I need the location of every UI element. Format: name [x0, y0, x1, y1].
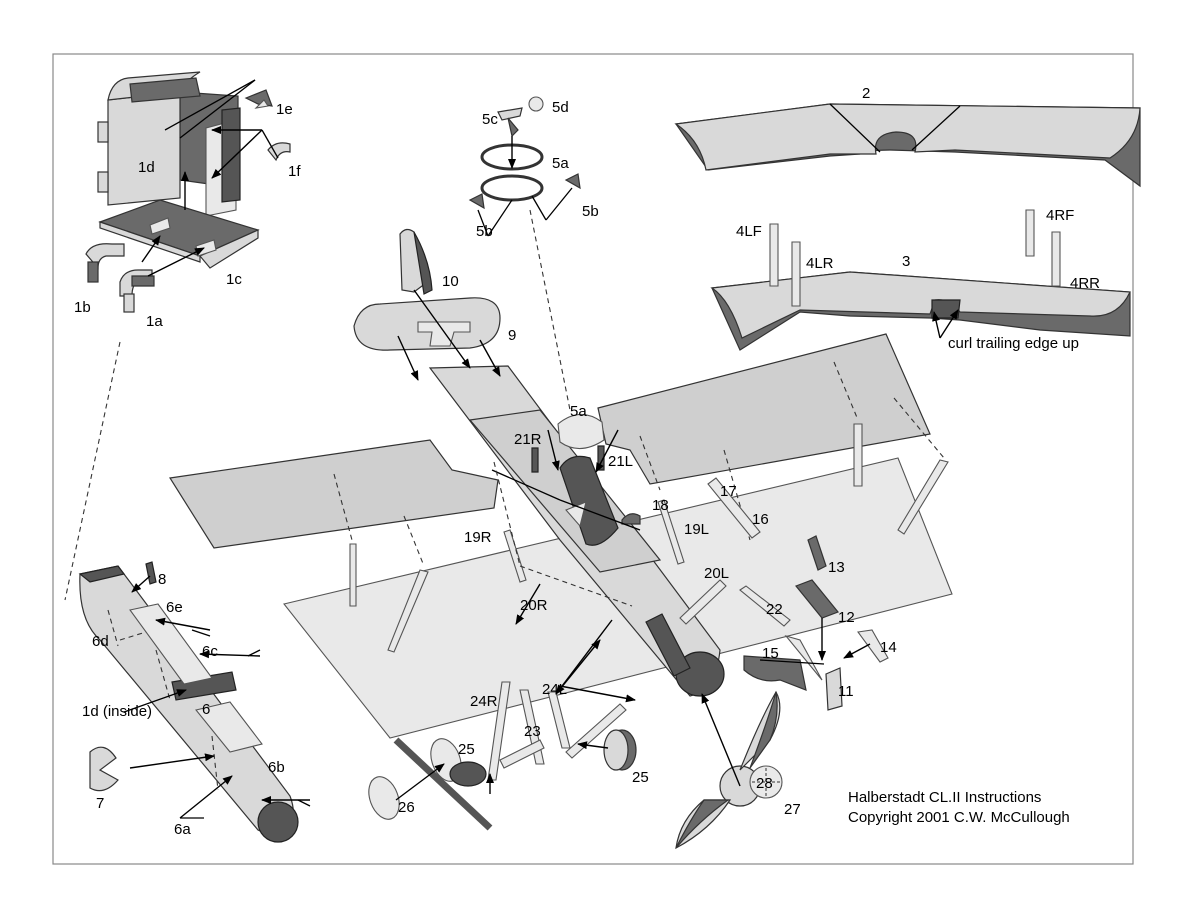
label-1f: 1f	[288, 163, 301, 180]
label-1d: 1d	[138, 159, 155, 176]
label-6c: 6c	[202, 643, 218, 660]
label-28: 28	[756, 775, 773, 792]
label-14: 14	[880, 639, 897, 656]
label-2: 2	[862, 85, 870, 102]
label-3: 3	[902, 253, 910, 270]
fuselage-side-assembly: 8 6e 6d 6c 1d (inside) 6 6b 6a 7	[78, 561, 311, 843]
label-20r: 20R	[520, 597, 548, 614]
label-9: 9	[508, 327, 516, 344]
label-4lr: 4LR	[806, 255, 834, 272]
label-1d-inside: 1d (inside)	[82, 703, 152, 720]
caption-title: Halberstadt CL.II Instructions	[848, 789, 1041, 806]
label-27: 27	[784, 801, 801, 818]
label-1c: 1c	[226, 271, 242, 288]
label-18: 18	[652, 497, 669, 514]
upper-wing-part-2: 2	[674, 85, 1141, 188]
label-1b: 1b	[74, 299, 91, 316]
label-5b-right: 5b	[582, 203, 599, 220]
label-10: 10	[442, 273, 459, 290]
label-19l: 19L	[684, 521, 709, 538]
label-6a: 6a	[174, 821, 191, 838]
label-16: 16	[752, 511, 769, 528]
label-11: 11	[838, 683, 854, 700]
label-23: 23	[524, 723, 541, 740]
label-26: 26	[398, 799, 415, 816]
label-8: 8	[158, 571, 166, 588]
label-13: 13	[828, 559, 845, 576]
upper-wing-right	[597, 333, 931, 485]
label-24r: 24R	[470, 693, 498, 710]
label-1a: 1a	[146, 313, 163, 330]
label-19r: 19R	[464, 529, 492, 546]
label-25-right: 25	[632, 769, 649, 786]
label-4rr: 4RR	[1070, 275, 1100, 292]
lower-wing-part-3: 4LF 4LR 3 4RF 4RR curl trailing edge up	[710, 207, 1131, 352]
note-curl-trailing-edge: curl trailing edge up	[948, 335, 1079, 352]
label-12: 12	[838, 609, 855, 626]
label-4lf: 4LF	[736, 223, 762, 240]
upper-wing-left	[169, 439, 499, 549]
label-24l: 24L	[542, 681, 567, 698]
gun-ring-assembly: 5c 5d 5a 5b 5b	[468, 96, 599, 411]
cockpit-assembly: 1e 1d 1f 1c 1b 1a	[64, 71, 301, 601]
label-4rf: 4RF	[1046, 207, 1074, 224]
label-22: 22	[766, 601, 783, 618]
label-20l: 20L	[704, 565, 729, 582]
caption-copyright: Copyright 2001 C.W. McCullough	[848, 809, 1070, 826]
label-25-left: 25	[458, 741, 475, 758]
label-17: 17	[720, 483, 737, 500]
label-5c: 5c	[482, 111, 498, 128]
label-5a-top: 5a	[552, 155, 569, 172]
spinner-disk	[749, 765, 783, 799]
label-1e: 1e	[276, 101, 293, 118]
label-7: 7	[96, 795, 104, 812]
label-5d: 5d	[552, 99, 569, 116]
label-21r: 21R	[514, 431, 542, 448]
page-frame	[52, 53, 1134, 865]
label-5a: 5a	[570, 403, 587, 420]
label-15: 15	[762, 645, 779, 662]
main-assembly: 10 9 5a 21R 21L 18 17 16 19R 19L 20L 20R…	[169, 228, 953, 850]
label-21l: 21L	[608, 453, 633, 470]
label-5b-left: 5b	[476, 223, 493, 240]
label-6b: 6b	[268, 759, 285, 776]
label-6e: 6e	[166, 599, 183, 616]
label-6d: 6d	[92, 633, 109, 650]
label-6: 6	[202, 701, 210, 718]
